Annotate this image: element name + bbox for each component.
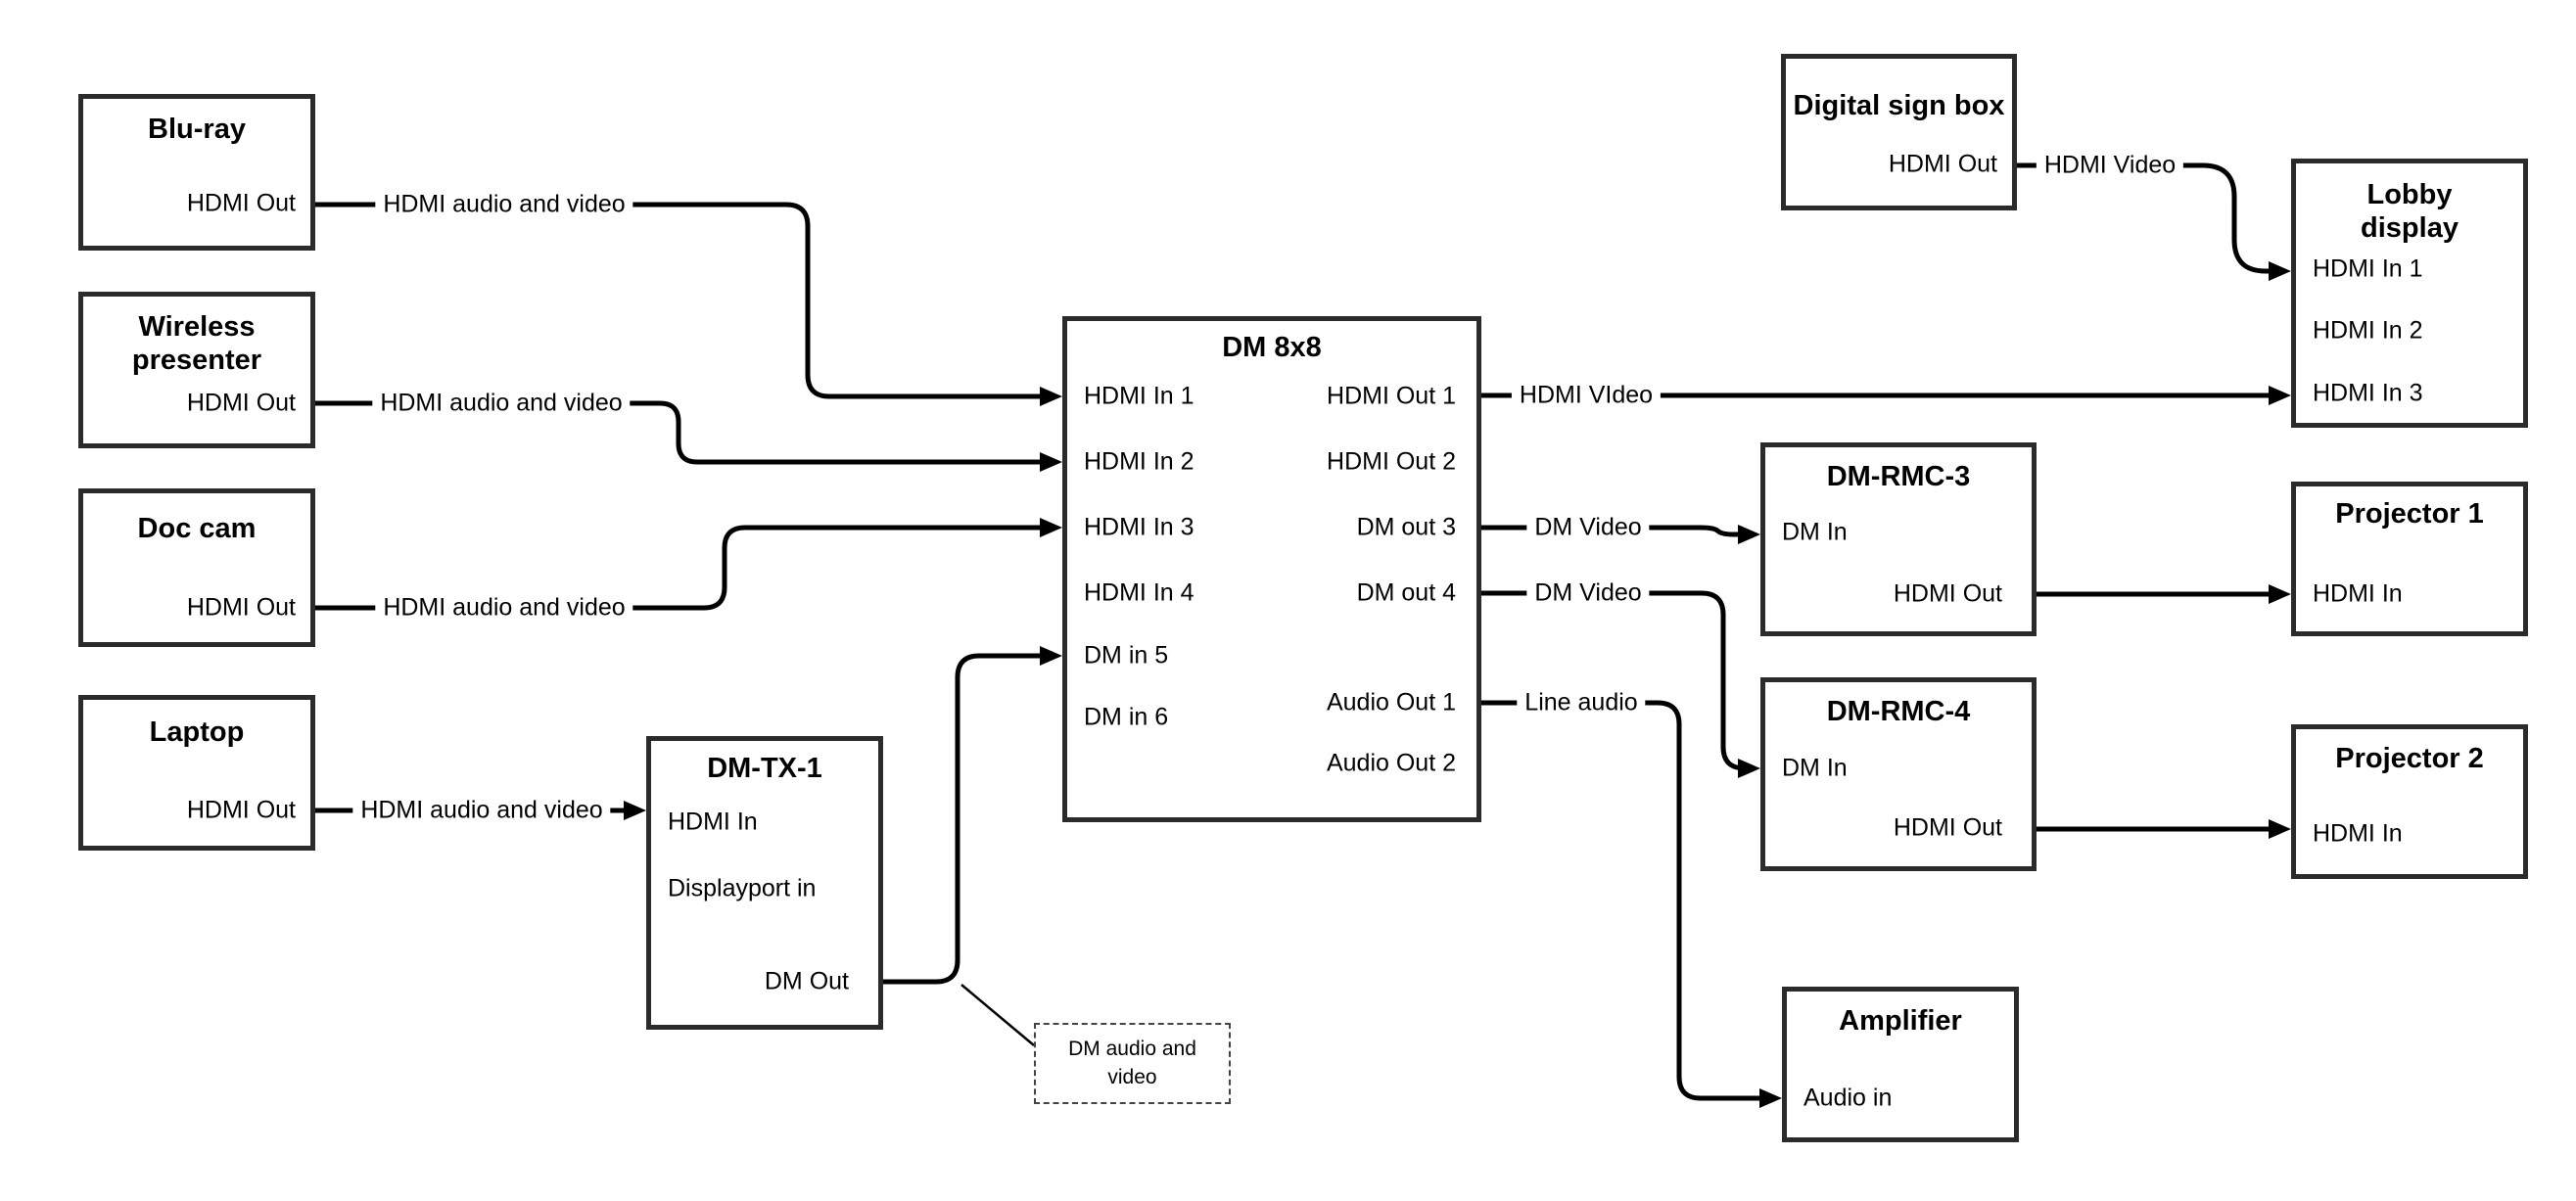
node-laptop: Laptop HDMI Out bbox=[78, 695, 315, 851]
port-hdmi-in-2: HDMI In 2 bbox=[2313, 316, 2423, 345]
wire-label-hdmi-audio-video-4: HDMI audio and video bbox=[352, 796, 611, 825]
port-hdmi-out: HDMI Out bbox=[186, 796, 296, 824]
node-title: Wireless presenter bbox=[131, 310, 262, 376]
port-dm-in-5: DM in 5 bbox=[1084, 641, 1169, 670]
callout-leader-line bbox=[960, 984, 1035, 1046]
wire-dm8x8-out3-to-rmc3 bbox=[1481, 525, 1760, 544]
port-audio-in: Audio in bbox=[1803, 1084, 1893, 1112]
node-dm-8x8: DM 8x8 HDMI In 1 HDMI In 2 HDMI In 3 HDM… bbox=[1062, 316, 1481, 822]
node-doc-cam: Doc cam HDMI Out bbox=[78, 488, 315, 647]
wire-doccam-to-dm8x8-in3 bbox=[315, 518, 1062, 611]
node-title: Amplifier bbox=[1839, 1004, 1962, 1037]
node-title: Blu-ray bbox=[148, 113, 246, 145]
wire-bluray-to-dm8x8-in1 bbox=[315, 202, 1062, 406]
wire-dm8x8-out4-to-rmc4 bbox=[1481, 590, 1760, 778]
node-amplifier: Amplifier Audio in bbox=[1782, 987, 2019, 1142]
wire-label-hdmi-audio-video-1: HDMI audio and video bbox=[375, 190, 633, 219]
node-lobby-display: Lobby display HDMI In 1 HDMI In 2 HDMI I… bbox=[2291, 159, 2528, 428]
port-hdmi-out: HDMI Out bbox=[1893, 813, 2002, 842]
wire-label-dm-video-out4: DM Video bbox=[1526, 578, 1650, 608]
wire-label-hdmi-audio-video-2: HDMI audio and video bbox=[372, 389, 631, 418]
node-title: Lobby display bbox=[2361, 178, 2459, 244]
node-digital-sign-box: Digital sign box HDMI Out bbox=[1781, 54, 2017, 210]
wire-label-hdmi-audio-video-3: HDMI audio and video bbox=[375, 593, 633, 623]
port-dm-in: DM In bbox=[1782, 754, 1848, 782]
node-projector-1: Projector 1 HDMI In bbox=[2291, 482, 2528, 636]
node-title: DM-RMC-3 bbox=[1826, 460, 1971, 492]
node-wireless-presenter: Wireless presenter HDMI Out bbox=[78, 292, 315, 448]
port-hdmi-in-2: HDMI In 2 bbox=[1084, 447, 1194, 476]
port-hdmi-in-4: HDMI In 4 bbox=[1084, 578, 1194, 607]
port-hdmi-out-1: HDMI Out 1 bbox=[1327, 382, 1456, 410]
port-audio-out-1: Audio Out 1 bbox=[1326, 688, 1456, 716]
node-title: Digital sign box bbox=[1793, 89, 2005, 121]
port-dm-in: DM In bbox=[1782, 518, 1848, 546]
port-hdmi-in-1: HDMI In 1 bbox=[2313, 254, 2423, 283]
node-title: Laptop bbox=[149, 716, 245, 748]
node-title: Projector 2 bbox=[2335, 742, 2484, 774]
node-title: DM-RMC-4 bbox=[1826, 695, 1971, 727]
port-dm-out-3: DM out 3 bbox=[1356, 513, 1456, 541]
port-hdmi-in-1: HDMI In 1 bbox=[1084, 382, 1194, 410]
wire-dm8x8-aout1-to-amp bbox=[1481, 700, 1782, 1108]
port-hdmi-out: HDMI Out bbox=[1893, 579, 2002, 608]
port-dm-out-4: DM out 4 bbox=[1356, 578, 1456, 607]
wire-wireless-to-dm8x8-in2 bbox=[315, 400, 1062, 472]
node-title: Doc cam bbox=[137, 512, 257, 544]
port-hdmi-out: HDMI Out bbox=[186, 389, 296, 417]
node-dm-rmc-3: DM-RMC-3 DM In HDMI Out bbox=[1760, 442, 2037, 636]
wire-dmtx1-to-dm8x8-in5 bbox=[883, 646, 1062, 985]
node-title: DM-TX-1 bbox=[707, 752, 822, 784]
callout-dm-audio-and-video: DM audio and video bbox=[1034, 1023, 1231, 1104]
port-displayport-in: Displayport in bbox=[668, 874, 817, 902]
wire-label-dm-video-out3: DM Video bbox=[1526, 513, 1650, 542]
port-hdmi-out-2: HDMI Out 2 bbox=[1327, 447, 1456, 476]
node-projector-2: Projector 2 HDMI In bbox=[2291, 724, 2528, 879]
port-hdmi-in: HDMI In bbox=[668, 808, 758, 836]
node-dm-tx-1: DM-TX-1 HDMI In Displayport in DM Out bbox=[646, 736, 883, 1030]
wire-label-hdmi-video-sign: HDMI Video bbox=[2036, 151, 2184, 180]
port-hdmi-in: HDMI In bbox=[2313, 579, 2403, 608]
node-title: DM 8x8 bbox=[1222, 331, 1322, 363]
node-title: Projector 1 bbox=[2335, 497, 2484, 530]
node-bluray: Blu-ray HDMI Out bbox=[78, 94, 315, 251]
port-hdmi-in-3: HDMI In 3 bbox=[1084, 513, 1194, 541]
port-dm-in-6: DM in 6 bbox=[1084, 703, 1169, 731]
port-hdmi-in: HDMI In bbox=[2313, 819, 2403, 848]
port-audio-out-2: Audio Out 2 bbox=[1326, 749, 1456, 777]
port-hdmi-out: HDMI Out bbox=[1888, 150, 1997, 178]
node-dm-rmc-4: DM-RMC-4 DM In HDMI Out bbox=[1760, 677, 2037, 871]
wire-label-line-audio: Line audio bbox=[1517, 688, 1646, 717]
port-hdmi-out: HDMI Out bbox=[186, 189, 296, 217]
port-hdmi-in-3: HDMI In 3 bbox=[2313, 379, 2423, 407]
port-dm-out: DM Out bbox=[764, 967, 849, 995]
port-hdmi-out: HDMI Out bbox=[186, 593, 296, 622]
wire-label-hdmi-video-out1: HDMI VIdeo bbox=[1511, 381, 1662, 410]
callout-text: DM audio and video bbox=[1068, 1038, 1196, 1088]
wire-signbox-to-lobby bbox=[2017, 162, 2291, 281]
